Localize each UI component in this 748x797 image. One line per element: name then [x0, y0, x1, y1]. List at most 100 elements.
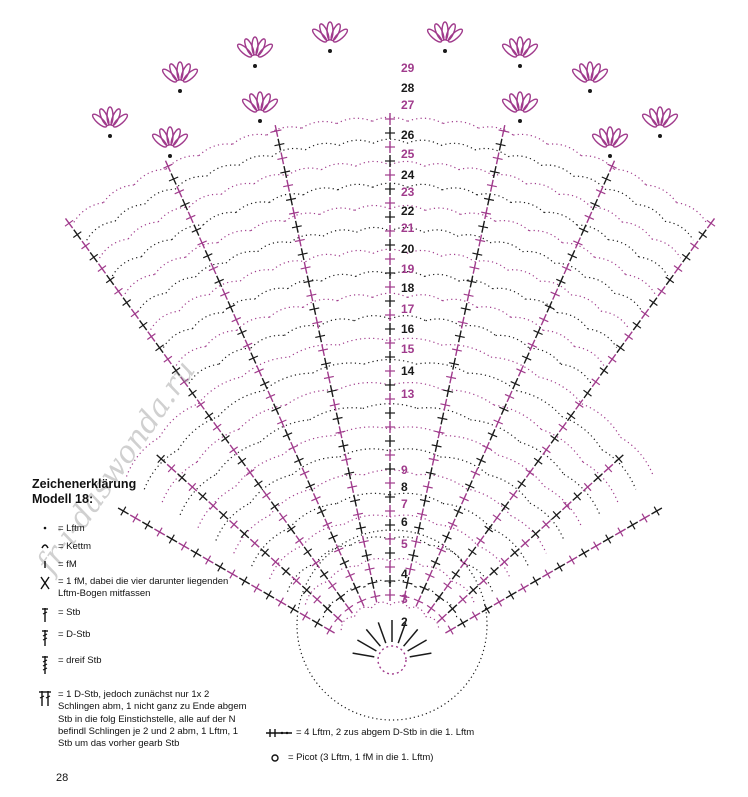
- stitch-bar: [457, 321, 468, 325]
- chain-arc: [406, 249, 442, 257]
- chain-arc: [608, 239, 640, 258]
- chain-arc: [336, 381, 391, 391]
- stitch-bar: [538, 317, 549, 323]
- stitch-bar: [278, 514, 288, 522]
- stitch-bar: [205, 555, 212, 565]
- stitch-bar: [531, 529, 540, 538]
- stitch-bar: [253, 480, 263, 488]
- stitch-bar: [605, 534, 612, 544]
- chain-arc: [86, 220, 116, 241]
- chain-arc: [543, 329, 575, 347]
- stitch-bar: [157, 454, 165, 464]
- row-number: 6: [401, 515, 408, 529]
- picot-icon: [262, 753, 288, 763]
- chain-arc: [206, 164, 239, 177]
- stitch-bar: [197, 240, 207, 246]
- stitch-bar: [229, 569, 236, 579]
- chain-arc: [510, 201, 545, 213]
- stitch-bar: [459, 496, 469, 502]
- chain-arc: [635, 203, 666, 222]
- stitch-bar: [499, 406, 509, 412]
- stitch-bar: [430, 560, 441, 566]
- stitch-bar: [250, 539, 259, 548]
- stitch-bar: [334, 614, 342, 623]
- chain-arc: [355, 160, 391, 167]
- petal-base: [518, 64, 522, 68]
- stitch-bar: [277, 156, 288, 160]
- stitch-bar: [262, 491, 271, 499]
- stitch-bar: [120, 506, 127, 516]
- chain-arc: [222, 298, 255, 313]
- stitch-bar: [315, 334, 326, 338]
- chain-arc: [574, 345, 605, 366]
- petal-base: [608, 154, 612, 158]
- row-number: 8: [401, 480, 408, 494]
- chain-arc: [590, 206, 623, 223]
- chain-arc: [232, 133, 267, 145]
- chain-arc: [188, 193, 222, 208]
- stitch-bar: [448, 362, 460, 366]
- chain-arc: [540, 428, 584, 463]
- chain-arc: [651, 238, 682, 259]
- legend-item: = Kettm: [32, 541, 91, 553]
- stitch-bar: [422, 485, 433, 489]
- stitch-bar: [270, 503, 280, 510]
- petal: [656, 106, 664, 126]
- stitch-bar: [179, 378, 189, 386]
- chain-arc: [304, 580, 329, 605]
- petal-base: [658, 134, 662, 138]
- chain-arc: [198, 143, 233, 157]
- base-stitch: [397, 622, 407, 644]
- chain-arc: [576, 224, 609, 241]
- stitch-bar: [475, 238, 486, 243]
- stitch-bar: [292, 576, 301, 585]
- chain-arc: [250, 334, 285, 349]
- chain-arc: [177, 415, 219, 451]
- stitch-bar: [319, 571, 329, 578]
- chain-arc: [425, 616, 440, 631]
- stitch-bar: [640, 310, 650, 318]
- chain-arc: [251, 527, 290, 567]
- chain-arc: [492, 287, 526, 300]
- chain-arc: [389, 536, 430, 546]
- stitch-bar: [599, 367, 609, 374]
- stitch-bar: [295, 537, 304, 544]
- stitch-bar: [657, 287, 666, 295]
- stitch-bar: [460, 307, 471, 311]
- row-number: 3: [401, 592, 408, 606]
- stitch-bar: [489, 170, 500, 174]
- stitch-bar: [583, 389, 592, 397]
- chain-arc: [522, 250, 555, 264]
- chain-arc: [362, 403, 418, 409]
- stitch-bar: [297, 252, 308, 256]
- petal-base: [178, 89, 182, 93]
- chain-arc: [202, 211, 236, 226]
- stitch-bar: [212, 423, 222, 431]
- chain-arc: [340, 586, 365, 600]
- chain-arc: [492, 174, 527, 185]
- stitch-bar: [208, 265, 219, 272]
- stitch-bar: [706, 219, 716, 227]
- chain-arc: [320, 163, 356, 171]
- chain-arc: [389, 204, 426, 211]
- petal: [332, 28, 349, 43]
- chain-arc: [284, 212, 320, 222]
- stitch-bar: [454, 334, 465, 338]
- chain-arc: [557, 312, 589, 330]
- stitch-bar: [259, 381, 270, 387]
- row-number: 29: [401, 61, 415, 75]
- stitch-bar: [282, 432, 293, 438]
- stitch-bar: [323, 375, 334, 380]
- stitch-bar: [532, 576, 539, 586]
- stitch-bar: [481, 444, 492, 451]
- stitch-bar: [345, 572, 355, 579]
- chain-arc: [111, 256, 142, 277]
- stitch-bar: [122, 299, 132, 306]
- stitch-bar: [318, 348, 329, 352]
- chain-arc: [510, 514, 547, 554]
- chain-arc: [357, 558, 391, 567]
- page-number: 28: [56, 772, 69, 784]
- chain-arc: [338, 249, 374, 257]
- chain-arc: [253, 174, 288, 185]
- stitch-bar: [271, 406, 281, 412]
